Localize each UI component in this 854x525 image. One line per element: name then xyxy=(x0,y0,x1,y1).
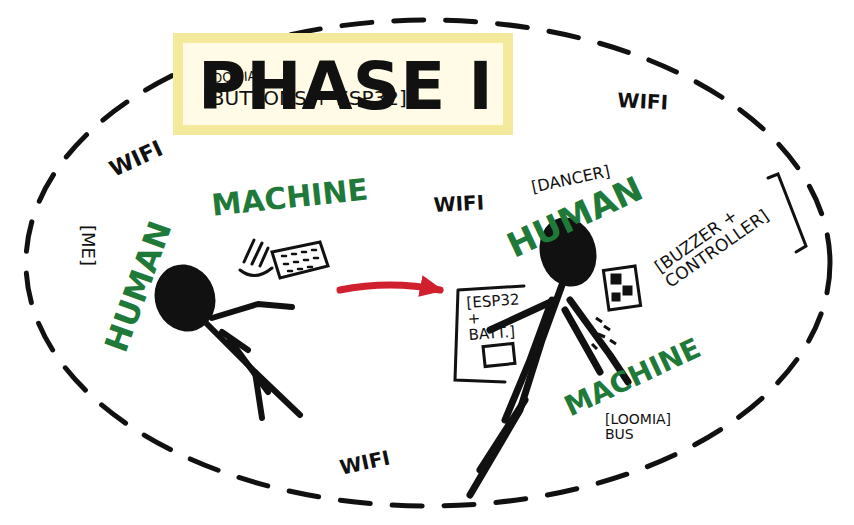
wifi-label: WIFI xyxy=(617,90,669,114)
buzzer-bracket xyxy=(768,174,806,252)
node-label: LOOMIA xyxy=(205,69,257,85)
title-text: PHASE I xyxy=(198,52,493,121)
wifi-label: WIFI xyxy=(338,447,392,478)
left-stick-figure xyxy=(145,256,300,418)
node-label: MACHINE xyxy=(210,174,369,222)
hand-keyboard-sketch xyxy=(240,240,328,278)
node-label: MACHINE xyxy=(560,333,705,422)
figure-group: MACHINE[LOOMIA] BUS xyxy=(555,325,695,435)
component-label: [ESP32 + BATT.] xyxy=(466,292,531,343)
node-label: [BUTTONS + ESP32] xyxy=(203,88,407,109)
flow-arrow xyxy=(340,285,440,290)
dashed-ellipse xyxy=(26,20,830,506)
figure-group: LOOMIA [BUTTONS + ESP32] MACHINE xyxy=(200,68,430,233)
wifi-label: WIFI xyxy=(433,192,485,216)
wifi-label: WIFI xyxy=(106,136,166,180)
buzzer-device xyxy=(592,266,641,349)
title-highlight xyxy=(178,38,508,130)
figure-group: [ME]HUMAN xyxy=(55,180,340,400)
right-stick-figure xyxy=(470,211,628,495)
node-label: [LOOMIA] BUS xyxy=(605,412,685,441)
component-label: [BUZZER + CONTROLLER] xyxy=(652,176,795,291)
node-label: [ME] xyxy=(78,225,97,266)
node-label: HUMAN xyxy=(100,217,178,356)
